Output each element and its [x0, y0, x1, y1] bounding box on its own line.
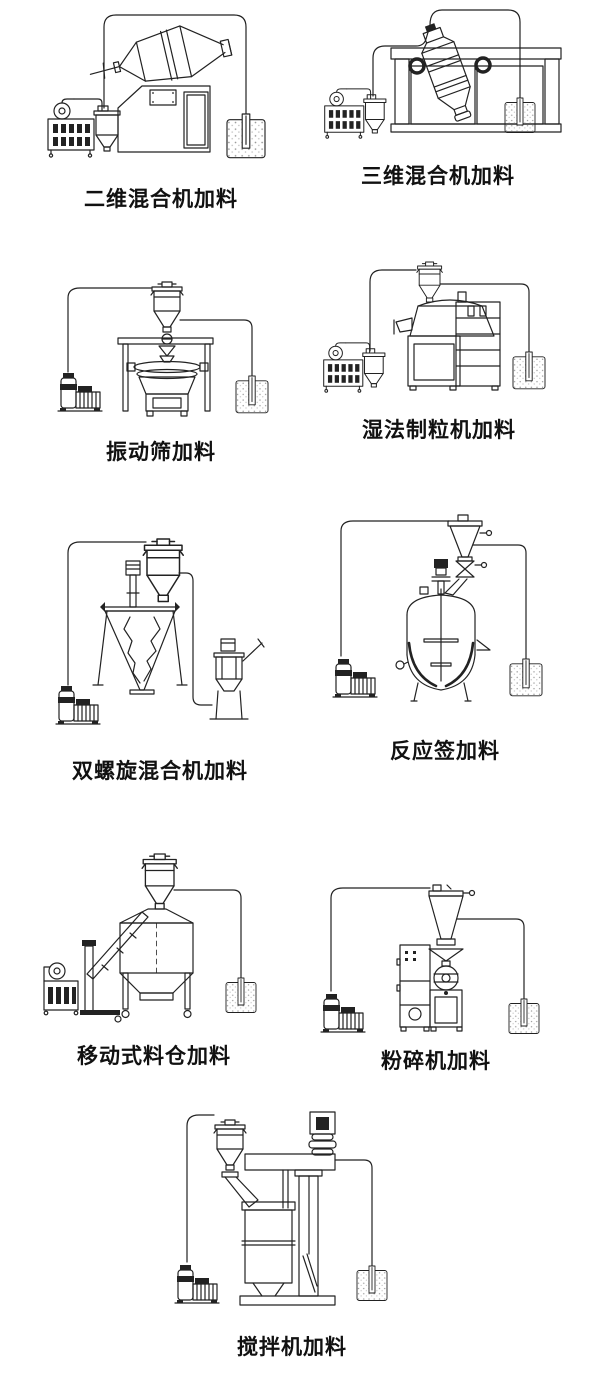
double-screw-mixer-machine	[92, 560, 188, 695]
vacuum-pipe	[330, 887, 431, 992]
feed-valve-column	[444, 514, 493, 596]
conveying-pipe	[439, 283, 530, 354]
3d-mixer-machine	[390, 23, 562, 133]
vibrating-screen-machine	[117, 333, 214, 417]
diagram-caption: 三维混合机加料	[361, 164, 515, 188]
vacuum-pipe	[340, 520, 450, 657]
suction-wand-icon	[235, 375, 269, 414]
diagram-caption: 搅拌机加料	[237, 1335, 347, 1359]
vacuum-pump-icon	[43, 962, 79, 1016]
suction-wand-icon	[512, 351, 546, 390]
figure-wet-granulator-feeding	[323, 261, 546, 393]
diagram-caption: 双螺旋混合机加料	[72, 759, 248, 783]
reactor-vessel	[395, 559, 491, 702]
discharge-station	[209, 638, 265, 720]
vacuum-pipe	[67, 287, 152, 373]
vacuum-pump-icon	[320, 993, 366, 1033]
conveying-pipe	[429, 9, 521, 100]
conveying-pipe	[103, 14, 247, 116]
diagram-caption: 反应签加料	[390, 739, 500, 763]
feed-hopper	[428, 884, 476, 967]
vacuum-receiver-icon	[416, 261, 443, 303]
suction-wand-icon	[504, 97, 536, 133]
conveying-pipe	[334, 1159, 373, 1279]
dust-collector	[396, 944, 431, 1032]
figure-mobile-silo-feeding	[43, 853, 257, 1023]
suction-wand-icon	[509, 658, 543, 697]
vacuum-pump-icon	[174, 1264, 220, 1304]
vacuum-pump-icon	[323, 342, 386, 393]
figure-agitator-feeding	[174, 1111, 388, 1306]
suction-wand-icon	[356, 1265, 388, 1301]
figure-3d-mixer-feeding	[324, 9, 562, 139]
vacuum-pipe	[369, 269, 417, 352]
suction-wand-icon	[508, 998, 540, 1034]
vacuum-pipe	[186, 1114, 215, 1263]
figure-2d-mixer-feeding	[47, 14, 266, 159]
vacuum-pump-icon	[332, 658, 378, 698]
agitator-machine	[221, 1111, 337, 1306]
wet-granulator-machine	[393, 291, 501, 391]
figure-double-screw-mixer-feeding	[55, 538, 265, 725]
suction-wand-icon	[226, 113, 266, 159]
vacuum-pump-icon	[57, 372, 103, 412]
conveying-pipe	[179, 319, 253, 378]
conveying-pipe	[456, 918, 525, 1002]
conveying-pipe	[173, 889, 242, 982]
figure-crusher-feeding	[320, 884, 540, 1034]
vacuum-pipe	[372, 28, 430, 97]
vacuum-receiver-icon	[213, 1119, 247, 1171]
vacuum-pipe	[67, 541, 147, 686]
conveying-pipe	[472, 544, 527, 661]
vacuum-pump-icon	[55, 685, 101, 725]
figure-reactor-feeding	[332, 514, 543, 702]
vacuum-pump-icon	[324, 88, 387, 139]
conveying-pipe	[178, 572, 213, 706]
mobile-silo-machine	[80, 908, 194, 1023]
vacuum-receiver-icon	[141, 853, 178, 910]
crusher-machine	[429, 965, 463, 1032]
suction-wand-icon	[225, 977, 257, 1013]
diagram-caption: 振动筛加料	[106, 440, 216, 464]
vacuum-receiver-icon	[150, 281, 184, 333]
diagram-caption: 粉碎机加料	[381, 1049, 491, 1073]
2d-mixer-machine	[89, 25, 233, 153]
vacuum-pump-icon	[47, 98, 121, 158]
diagram-caption: 湿法制粒机加料	[362, 418, 516, 442]
diagram-caption: 移动式料仓加料	[77, 1044, 231, 1068]
figure-vibrating-screen-feeding	[57, 281, 269, 417]
diagram-caption: 二维混合机加料	[84, 187, 238, 211]
vacuum-receiver-icon	[142, 538, 184, 603]
